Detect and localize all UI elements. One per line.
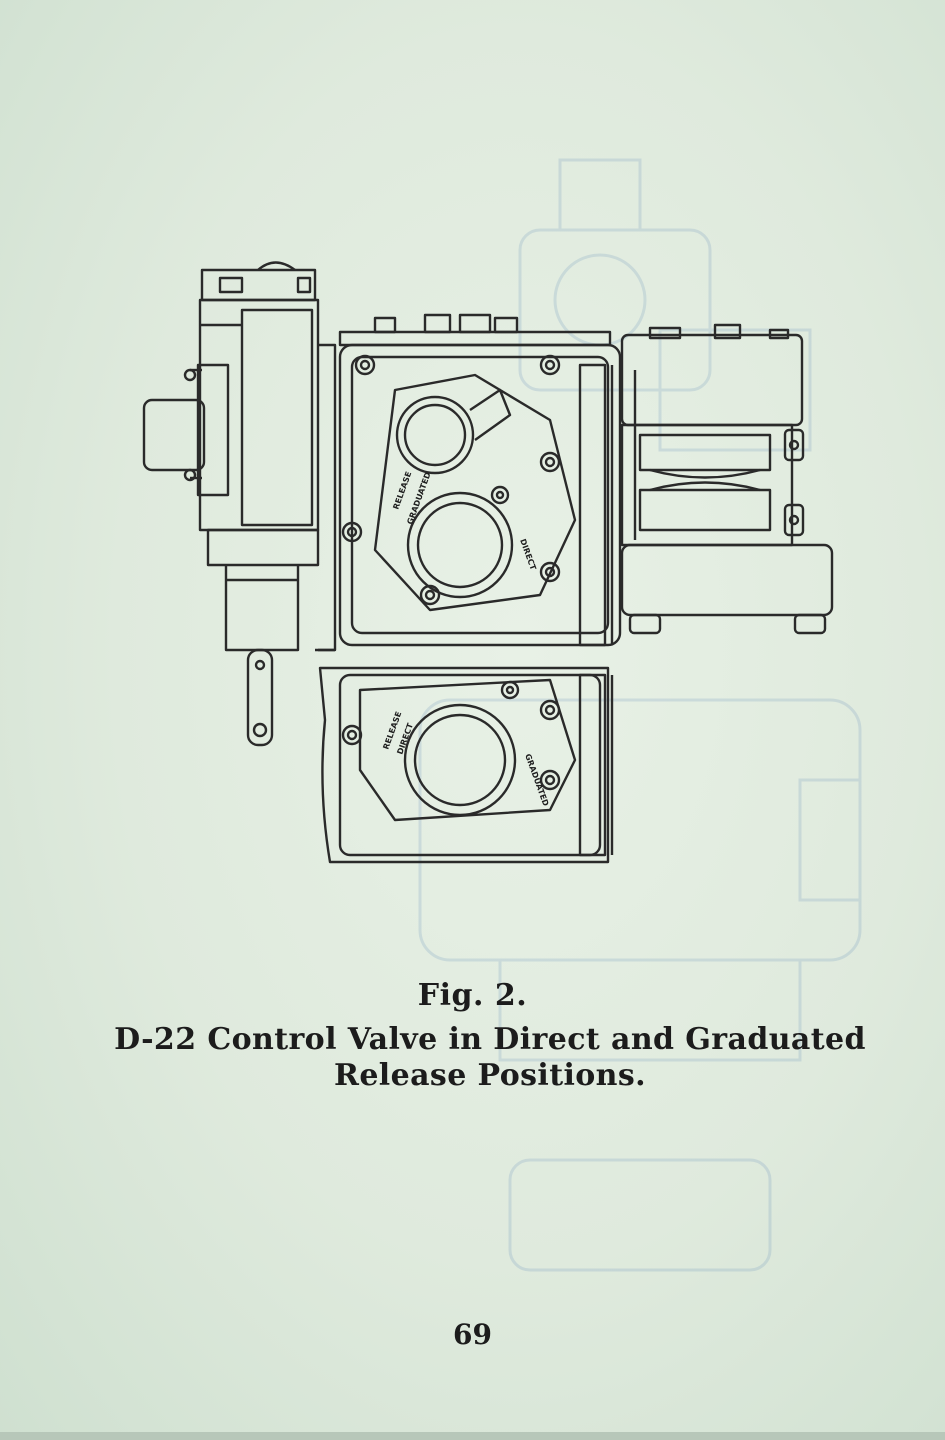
control-valve-illustration: RELEASE GRADUATED DIRECT RELEASE DIRECT …	[142, 261, 834, 864]
figure-label: Fig. 2.	[417, 978, 528, 1013]
upper-release-label: RELEASE	[391, 470, 413, 510]
page-number: 69	[453, 1318, 492, 1351]
figure-caption: D-22 Control Valve in Direct and Graduat…	[114, 1022, 866, 1093]
upper-direct-label: DIRECT	[518, 538, 538, 572]
page-edge	[0, 1432, 945, 1440]
